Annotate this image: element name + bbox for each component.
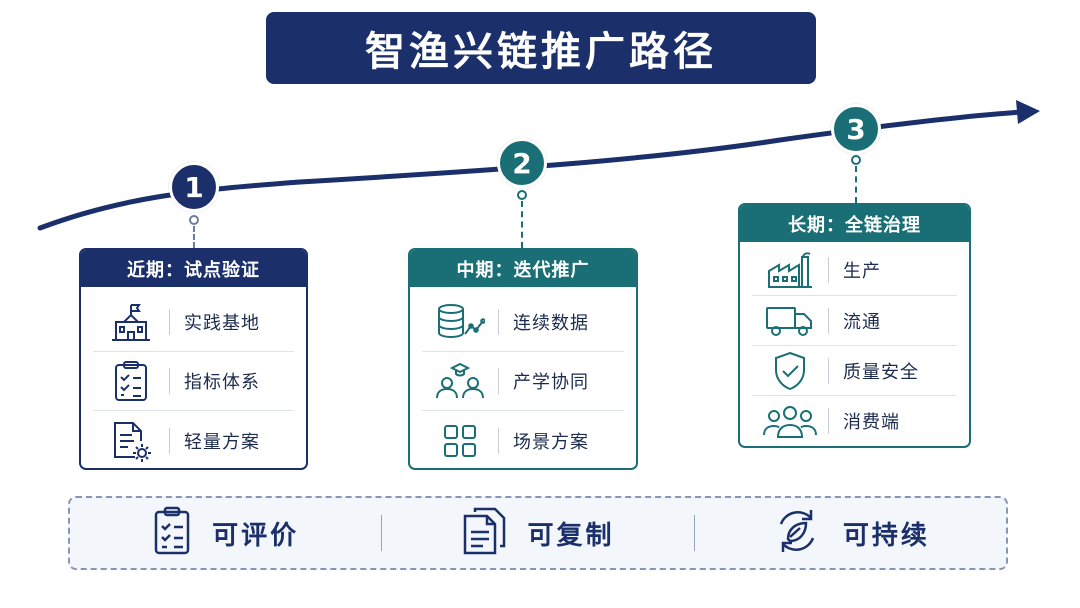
item-label: 质量安全 <box>843 361 919 383</box>
list-item: 实践基地 <box>93 293 294 352</box>
phase-heading: 长期：全链治理 <box>740 205 969 242</box>
list-item: 质量安全 <box>752 346 957 396</box>
feature-label: 可评价 <box>212 520 300 551</box>
milestone-1-pin <box>189 215 199 225</box>
milestone-1: 1 <box>169 162 219 212</box>
phase-card-mid-term: 中期：迭代推广 连续数据 产学 <box>408 248 638 470</box>
item-label: 消费端 <box>843 412 900 433</box>
item-label: 生产 <box>843 260 881 282</box>
people-graduation-icon <box>422 362 498 400</box>
divider <box>381 515 383 551</box>
recycle-leaf-icon <box>771 506 823 560</box>
feature-sustainable: 可持续 <box>695 506 1006 560</box>
feature-replicable: 可复制 <box>382 506 693 560</box>
checklist-clipboard-icon <box>93 360 169 402</box>
item-label: 产学协同 <box>513 372 589 393</box>
phase-heading: 近期：试点验证 <box>81 250 306 287</box>
milestone-3-pin <box>851 155 861 165</box>
milestone-3: 3 <box>831 104 881 154</box>
feature-label: 可复制 <box>527 520 615 551</box>
feature-label: 可持续 <box>842 520 930 551</box>
phase-card-long-term: 长期：全链治理 生产 流通 <box>738 203 971 448</box>
document-gear-icon <box>93 419 169 463</box>
phase-card-near-term: 近期：试点验证 实践基地 指标体系 <box>79 248 308 470</box>
item-label: 流通 <box>843 311 881 333</box>
item-label: 连续数据 <box>513 313 589 334</box>
milestone-3-connector <box>855 166 857 203</box>
copy-document-icon <box>461 506 507 560</box>
divider <box>693 515 695 551</box>
title-banner: 智渔兴链推广路径 <box>266 12 816 84</box>
milestone-2: 2 <box>497 138 547 188</box>
item-label: 指标体系 <box>184 372 260 393</box>
shield-check-icon <box>752 350 828 392</box>
list-item: 流通 <box>752 296 957 346</box>
item-label: 轻量方案 <box>184 431 260 453</box>
factory-icon <box>752 251 828 289</box>
list-item: 消费端 <box>752 396 957 446</box>
milestone-1-connector <box>193 226 195 248</box>
list-item: 产学协同 <box>422 352 624 411</box>
milestone-2-connector <box>521 201 523 248</box>
truck-icon <box>752 304 828 338</box>
list-item: 指标体系 <box>93 352 294 411</box>
list-item: 连续数据 <box>422 293 624 352</box>
features-bar: 可评价 可复制 可持续 <box>68 496 1008 570</box>
page-title: 智渔兴链推广路径 <box>365 29 717 75</box>
phase-heading: 中期：迭代推广 <box>410 250 636 287</box>
list-item: 场景方案 <box>422 411 624 468</box>
item-label: 实践基地 <box>184 313 260 334</box>
list-item: 生产 <box>752 244 957 296</box>
list-item: 轻量方案 <box>93 411 294 468</box>
item-label: 场景方案 <box>513 431 589 453</box>
feature-evaluable: 可评价 <box>70 506 381 560</box>
database-chart-icon <box>422 302 498 342</box>
checklist-icon <box>152 506 192 560</box>
group-people-icon <box>752 403 828 439</box>
school-building-icon <box>93 302 169 342</box>
grid-apps-icon <box>422 423 498 459</box>
milestone-2-pin <box>517 190 527 200</box>
